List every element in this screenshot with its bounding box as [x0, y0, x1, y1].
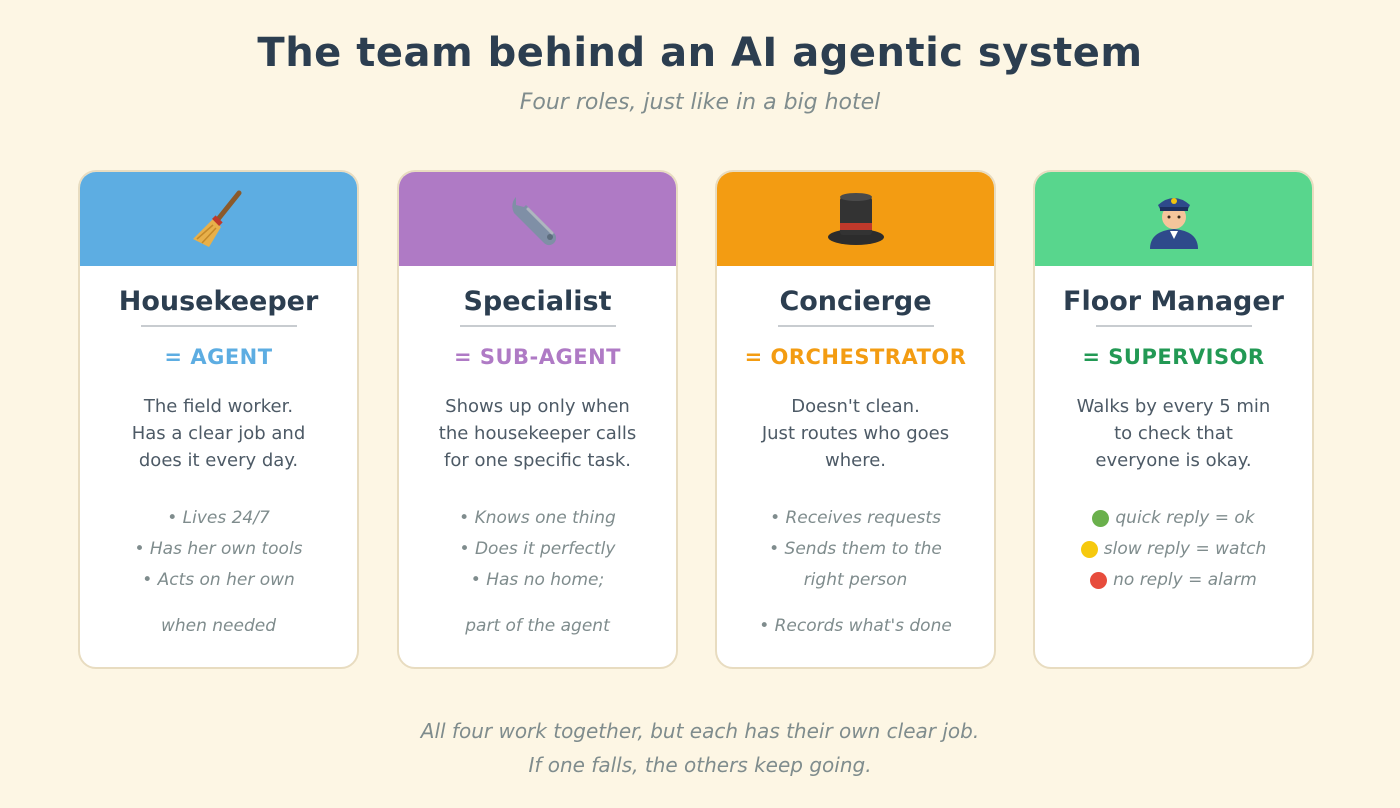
bullet-item: • Sends them to the	[769, 539, 942, 559]
card-header	[399, 172, 676, 266]
bullet-list: • Receives requests • Sends them to the …	[717, 503, 994, 642]
description-line: Walks by every 5 min	[1076, 396, 1271, 417]
status-item-ok: quick reply = ok	[1035, 503, 1312, 534]
status-label: slow reply = watch	[1103, 539, 1267, 559]
role-mapping: = SUPERVISOR	[1082, 345, 1265, 369]
role-mapping: = ORCHESTRATOR	[744, 345, 967, 369]
card-header	[1035, 172, 1312, 266]
description-line: Just routes who goes	[761, 423, 950, 444]
status-label: no reply = alarm	[1113, 570, 1257, 590]
status-item-alarm: no reply = alarm	[1035, 565, 1312, 596]
role-name: Floor Manager	[1063, 286, 1284, 317]
bullet-list: • Knows one thing • Does it perfectly • …	[399, 503, 676, 642]
wrench-icon	[511, 193, 556, 246]
card-specialist: Specialist = SUB-AGENT Shows up only whe…	[397, 170, 678, 669]
bullet-item: • Receives requests	[770, 508, 941, 528]
description-line: for one specific task.	[443, 450, 632, 471]
divider	[777, 325, 934, 327]
role-mapping: = AGENT	[164, 345, 273, 369]
role-name: Specialist	[463, 286, 612, 317]
role-description: Shows up only when the housekeeper calls…	[399, 393, 676, 474]
page-subtitle: Four roles, just like in a big hotel	[519, 90, 881, 115]
bullet-item: • Lives 24/7	[167, 508, 270, 528]
yellow-circle-icon	[1080, 541, 1098, 558]
divider	[140, 325, 297, 327]
description-line: does it every day.	[138, 450, 299, 471]
description-line: Doesn't clean.	[791, 396, 920, 417]
bullet-item: right person	[803, 570, 908, 590]
bullet-item: • Does it perfectly	[459, 539, 616, 559]
description-line: everyone is okay.	[1095, 450, 1252, 471]
bullet-item: • Records what's done	[759, 616, 952, 636]
bullet-item: when needed	[160, 616, 277, 636]
description-line: Has a clear job and	[131, 423, 306, 444]
description-line: where.	[824, 450, 886, 471]
green-circle-icon	[1092, 510, 1110, 527]
description-line: to check that	[1114, 423, 1233, 444]
bullet-item: part of the agent	[465, 616, 610, 636]
divider	[459, 325, 616, 327]
status-item-watch: slow reply = watch	[1035, 534, 1312, 565]
police-officer-icon	[1149, 198, 1198, 249]
bullet-list: • Lives 24/7 • Has her own tools • Acts …	[80, 503, 357, 642]
top-hat-icon	[827, 193, 884, 245]
role-name: Concierge	[779, 286, 932, 317]
divider	[1095, 325, 1252, 327]
footer-line-1: All four work together, but each has the…	[420, 719, 980, 743]
red-circle-icon	[1090, 572, 1108, 589]
bullet-item: • Has her own tools	[134, 539, 303, 559]
role-description: The field worker. Has a clear job and do…	[80, 393, 357, 474]
description-line: the housekeeper calls	[438, 423, 637, 444]
card-floor-manager: Floor Manager = SUPERVISOR Walks by ever…	[1033, 170, 1314, 669]
role-description: Doesn't clean. Just routes who goes wher…	[717, 393, 994, 474]
broom-icon	[192, 190, 241, 247]
footer-line-2: If one falls, the others keep going.	[528, 753, 872, 777]
role-description: Walks by every 5 min to check that every…	[1035, 393, 1312, 474]
card-header	[80, 172, 357, 266]
bullet-item: • Acts on her own	[142, 570, 295, 590]
status-label: quick reply = ok	[1115, 508, 1255, 528]
status-legend: quick reply = ok slow reply = watch no r…	[1035, 503, 1312, 596]
description-line: Shows up only when	[445, 396, 630, 417]
bullet-item: • Knows one thing	[459, 508, 616, 528]
card-housekeeper: Housekeeper = AGENT The field worker. Ha…	[78, 170, 359, 669]
description-line: The field worker.	[143, 396, 294, 417]
role-name: Housekeeper	[118, 286, 319, 317]
bullet-item: • Has no home;	[470, 570, 605, 590]
card-header	[717, 172, 994, 266]
page-title: The team behind an AI agentic system	[257, 30, 1143, 76]
role-mapping: = SUB-AGENT	[453, 345, 622, 369]
card-concierge: Concierge = ORCHESTRATOR Doesn't clean. …	[715, 170, 996, 669]
